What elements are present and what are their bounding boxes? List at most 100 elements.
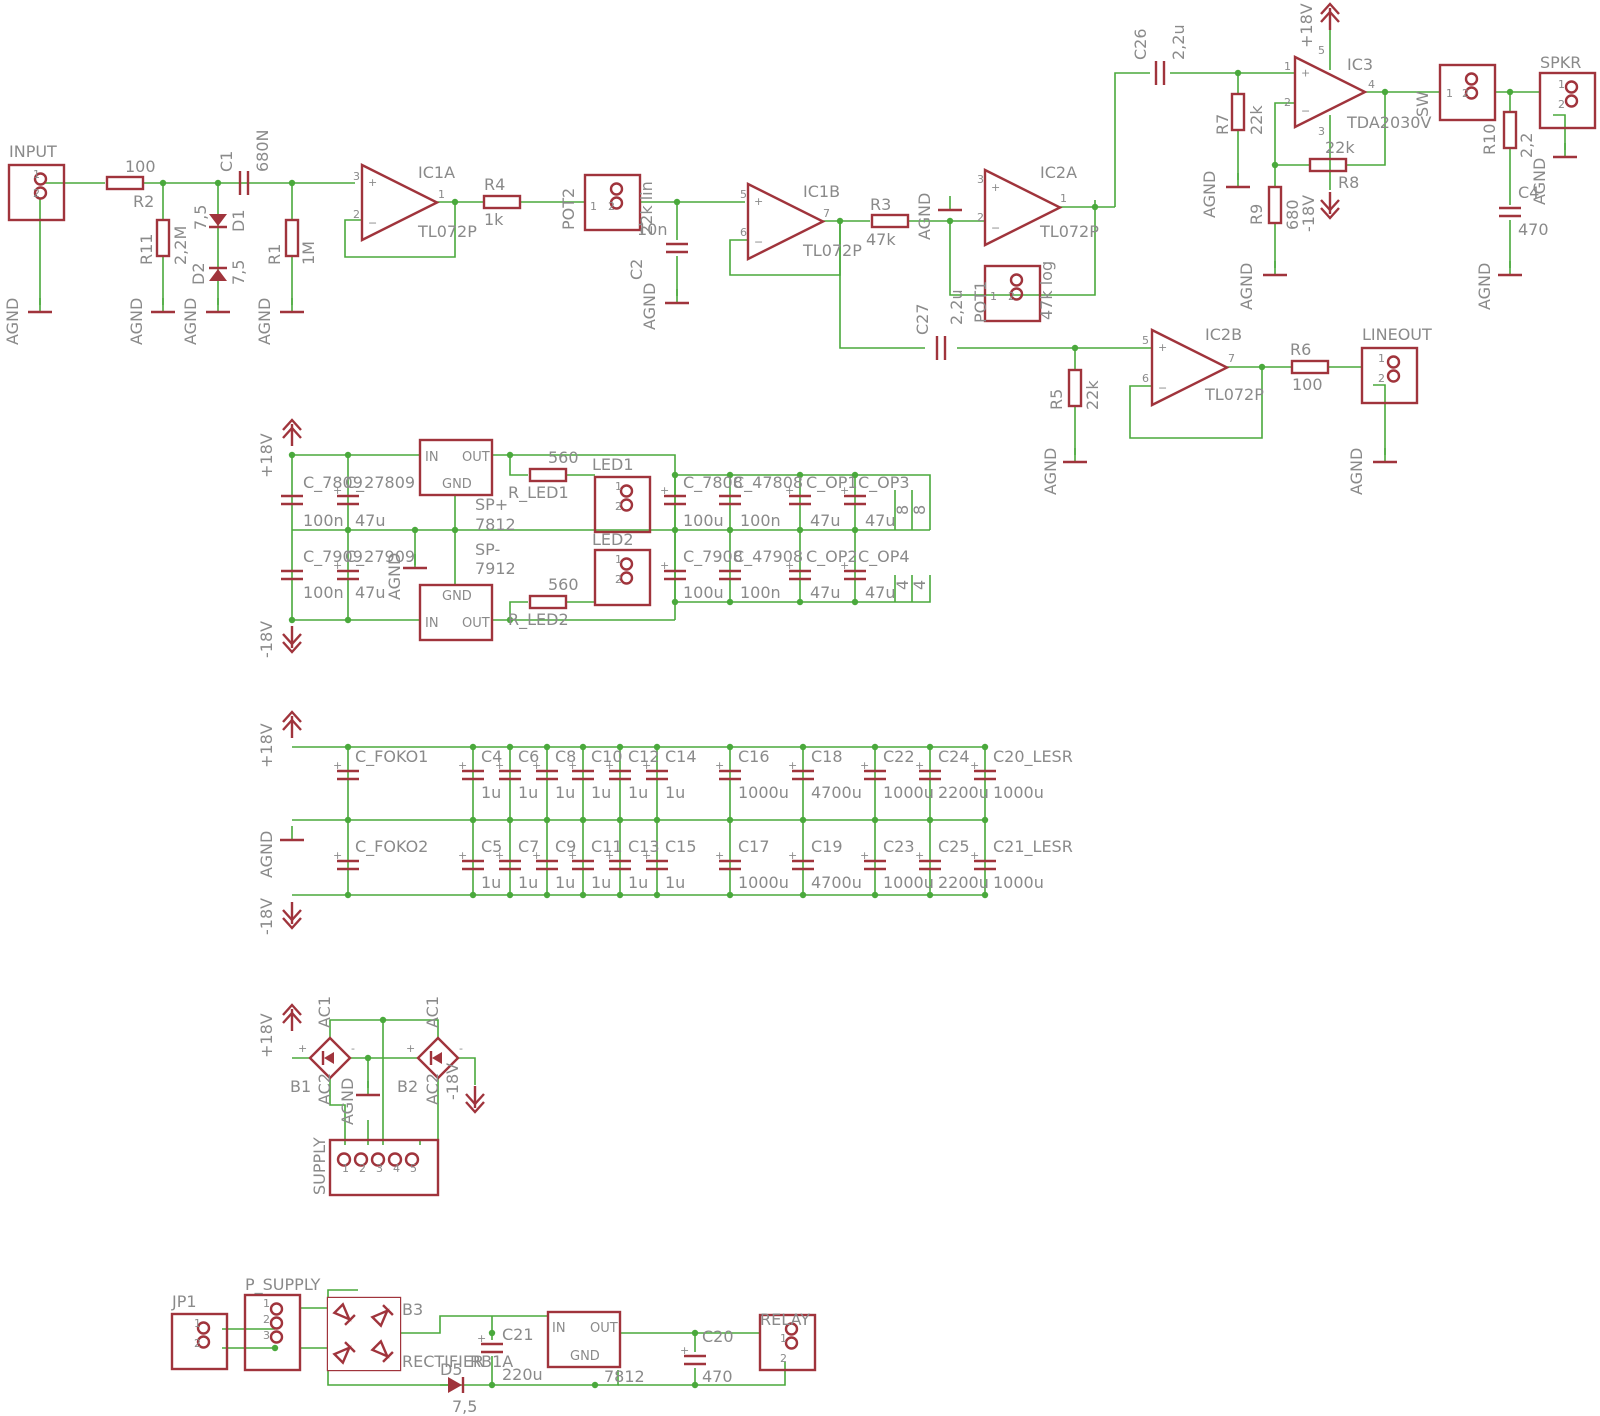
cap-value: 1000u [738,783,789,802]
svg-text:+: + [915,759,924,772]
label-agnd-c: AGND [338,1078,357,1125]
polar-capacitor: + [642,759,668,781]
wire [1274,102,1310,166]
label-c7809-v2: 47u [355,511,386,530]
svg-text:+: + [477,1332,486,1345]
cap-name: C17 [738,837,770,856]
label-agnd-d: AGND [181,298,200,345]
cap-value: 2200u [938,783,989,802]
pin-number: 4 [393,1162,400,1175]
polar-capacitor: + [915,849,941,871]
label-reg2-in: IN [425,616,439,631]
cap-value: 1000u [738,873,789,892]
pin-number: 2 [1284,96,1291,109]
pin-number: 3 [376,1162,383,1175]
cap-name: C21_LESR [993,837,1073,857]
cap-value: 4700u [811,783,862,802]
pin-number: 1 [1284,60,1291,73]
ground-symbol [938,196,962,212]
polar-capacitor: + [715,849,741,871]
cap-name: C16 [738,747,770,766]
junction [488,1381,496,1389]
label-c27-n: C27 [913,303,932,335]
label-cop3: C_OP3 [858,473,910,493]
label-c21b: C21 [502,1325,534,1344]
regulator-7912 [418,583,494,642]
wire [675,575,931,603]
label-c7809: C_7809 [303,473,363,493]
svg-text:+: + [568,849,577,862]
pin-number: + [298,1042,307,1055]
pin-number: 1 [194,1317,201,1330]
polar-capacitor: + [970,759,996,781]
capacitor [281,494,303,506]
svg-text:+: + [785,484,794,497]
label-c7908: C_7908 [683,547,743,567]
switch-connector [1438,63,1497,122]
led1-connector [593,475,652,534]
pin-number: 5 [1142,334,1149,347]
cap-name: C19 [811,837,843,856]
cap-name: C18 [811,747,843,766]
label-agnd-r9: AGND [1237,263,1256,310]
svg-text:−: − [1158,382,1167,395]
bridge-rectifier-b3 [326,1296,402,1372]
input-connector [7,163,66,222]
wire [509,455,528,476]
lineout-connector [1360,346,1419,405]
svg-text:+: + [568,759,577,772]
polar-capacitor: + [970,849,996,871]
pin-number: 5 [410,1162,417,1175]
polar-capacitor: + [333,484,359,506]
junction [1091,203,1099,211]
op-amp: +− [983,168,1063,247]
label-agnd-r7: AGND [1200,171,1219,218]
label-r6-v: 100 [1292,375,1323,394]
label-n4b: 4 [910,580,929,590]
label-ic1a: IC1A [418,163,455,182]
label-n4a: 4 [893,580,912,590]
label-reg3-gnd: GND [570,1349,600,1364]
pin-number: 1 [1060,192,1067,205]
label-cop1: C_OP1 [806,473,858,493]
zener-diode [209,266,227,281]
capacitor [281,569,303,581]
cap-value: 1u [481,783,501,802]
svg-text:+: + [642,759,651,772]
label-ac2b: AC2 [423,1073,442,1105]
label-spm: SP- [475,540,500,559]
cap-value: 1000u [993,873,1044,892]
label-agnd-r1: AGND [255,298,274,345]
label-c20b: C20 [702,1327,734,1346]
label-agnd-spk: AGND [1530,158,1549,205]
resistor [1067,368,1083,408]
resistor [1267,185,1283,225]
label-c7909-v2: 47u [355,583,386,602]
cap-value: 1000u [993,783,1044,802]
label-c27-v: 2,2u [947,289,966,325]
label-r10-v: 2,2 [1517,133,1536,158]
polar-capacitor: + [785,559,811,581]
label-c1-n: C1 [217,151,236,172]
cap-name: C24 [938,747,970,766]
label-ac1b: AC1 [423,996,442,1028]
label-cv-r2-3: 47u [810,583,841,602]
label-rled2-v: 560 [548,575,579,594]
pin-number: 2 [1462,87,1469,100]
label-c7808: C_7808 [683,473,743,493]
capacitor [666,242,688,254]
label-cv-r1-3: 47u [810,511,841,530]
pin-number: 2 [33,187,40,200]
wire [509,601,528,620]
svg-text:+: + [495,849,504,862]
label-b3: B3 [402,1300,423,1319]
label-d1-n: D1 [229,210,248,233]
ground-symbol [1373,448,1397,464]
label-c4-v: 470 [1518,220,1549,239]
wire [1114,72,1150,207]
svg-text:+: + [788,759,797,772]
label-cv-r2-4: 47u [865,583,896,602]
label-reg1-gnd: GND [442,477,472,492]
pin-number: 2 [359,1162,366,1175]
svg-text:+: + [785,559,794,572]
